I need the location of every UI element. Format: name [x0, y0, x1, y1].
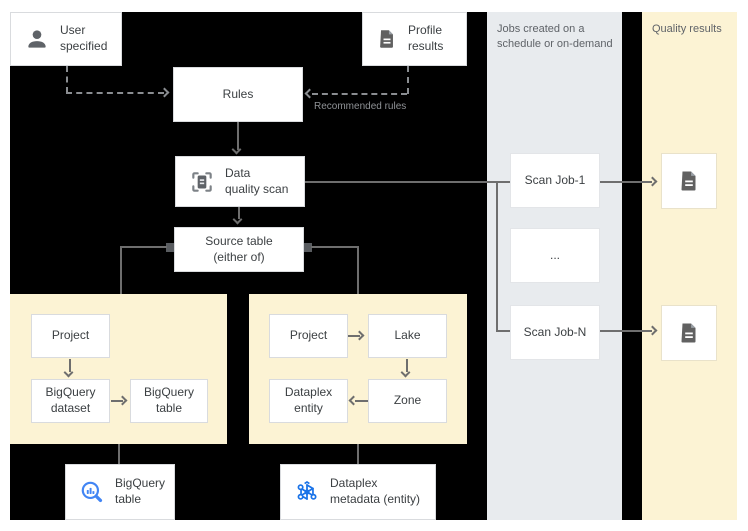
dp-panel-to-metadata-connector	[357, 444, 359, 464]
bigquery-table-node: BigQuery table	[130, 379, 208, 423]
recommended-rules-label: Recommended rules	[314, 101, 407, 112]
rules-label: Rules	[222, 86, 254, 101]
rules-node: Rules	[173, 67, 303, 122]
profile-to-rules-connector-horizontal	[312, 93, 407, 95]
lake-node: Lake	[368, 314, 447, 358]
jobs-column-header: Jobs created on a schedule or on-demand	[497, 23, 613, 51]
dataset-to-table-connector	[111, 400, 123, 402]
person-icon	[24, 26, 50, 52]
user-specified-node: User specified	[10, 12, 122, 66]
source-table-node: Source table (either of)	[174, 227, 304, 272]
dataplex-entity-node: Dataplex entity	[269, 379, 348, 423]
bigquery-table-output-label: BigQuery table	[115, 476, 166, 506]
results-column-header: Quality results	[652, 23, 722, 35]
scan-job-ellipsis-node: ...	[510, 228, 600, 283]
source-right-endpoint	[303, 243, 312, 252]
job-branch-connector	[496, 181, 498, 332]
scan-job-ellipsis-label: ...	[549, 247, 560, 262]
scan-job-n-label: Scan Job-N	[523, 324, 587, 339]
dataplex-metadata-output-node: Dataplex metadata (entity)	[280, 464, 436, 520]
source-to-dp-panel-horizontal	[311, 246, 359, 248]
lake-to-zone-connector	[406, 359, 408, 372]
bigquery-table-label: BigQuery table	[143, 385, 195, 415]
dataplex-metadata-output-label: Dataplex metadata (entity)	[330, 476, 421, 506]
branch-to-jobn-connector	[496, 330, 510, 332]
job1-to-result-connector	[600, 181, 652, 183]
project-to-dataset-connector	[69, 359, 71, 372]
zone-node: Zone	[368, 379, 447, 423]
profile-results-label: Profile results	[408, 23, 444, 53]
zone-label: Zone	[393, 393, 422, 408]
bigquery-dataset-label: BigQuery dataset	[45, 385, 96, 415]
scan-to-source-connector	[238, 207, 240, 219]
lake-label: Lake	[394, 328, 421, 343]
dataplex-entity-label: Dataplex entity	[284, 385, 333, 415]
profile-to-rules-connector-vertical	[407, 66, 409, 94]
scan-job-n-node: Scan Job-N	[510, 305, 600, 360]
data-quality-scan-node: Data quality scan	[175, 156, 305, 207]
source-to-bq-panel-vertical	[120, 246, 122, 294]
source-to-dp-panel-vertical	[357, 246, 359, 294]
dp-project-node: Project	[269, 314, 348, 358]
scan-job-1-label: Scan Job-1	[524, 172, 586, 187]
results-column	[642, 12, 737, 520]
rules-to-scan-connector	[237, 122, 239, 150]
scan-to-job1-connector	[305, 181, 510, 183]
quality-result-2-node	[661, 305, 717, 361]
profile-results-node: Profile results	[362, 12, 467, 66]
project-to-lake-connector	[348, 335, 360, 337]
source-table-label: Source table (either of)	[205, 233, 273, 264]
data-quality-scan-label: Data quality scan	[225, 165, 289, 196]
scan-document-icon	[189, 169, 215, 195]
bigquery-table-output-node: BigQuery table	[65, 464, 175, 520]
document-icon	[677, 169, 701, 193]
jobn-to-result-connector	[600, 330, 652, 332]
bq-panel-to-store-connector	[118, 444, 120, 464]
document-icon	[376, 28, 398, 50]
bq-project-node: Project	[31, 314, 110, 358]
source-left-endpoint	[166, 243, 175, 252]
source-to-bq-panel-horizontal	[120, 246, 167, 248]
bigquery-magnifier-icon	[79, 479, 105, 505]
user-to-rules-connector-vertical	[66, 66, 68, 93]
zone-to-entity-connector	[355, 400, 368, 402]
dataplex-network-icon	[294, 479, 320, 505]
bq-project-label: Project	[51, 328, 90, 343]
scan-job-1-node: Scan Job-1	[510, 153, 600, 208]
user-to-rules-connector-horizontal	[66, 92, 164, 94]
quality-result-1-node	[661, 153, 717, 209]
dp-project-label: Project	[289, 328, 328, 343]
document-icon	[677, 321, 701, 345]
bigquery-dataset-node: BigQuery dataset	[31, 379, 110, 423]
user-specified-label: User specified	[60, 23, 108, 53]
